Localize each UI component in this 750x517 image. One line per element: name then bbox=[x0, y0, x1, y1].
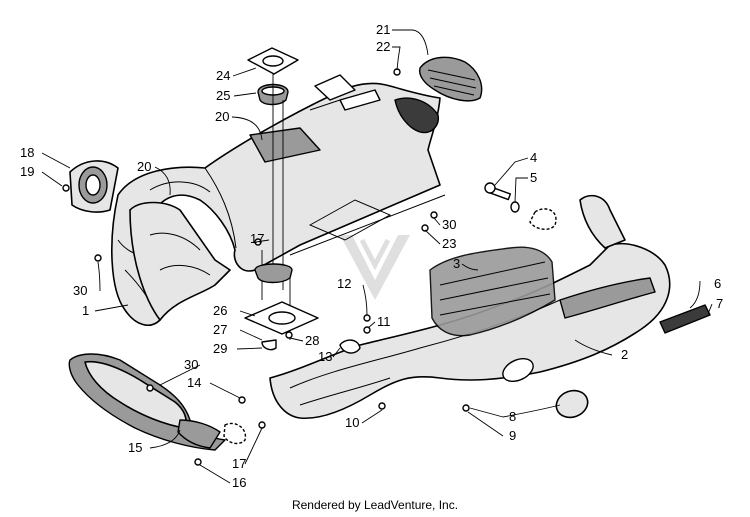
callout-7: 7 bbox=[716, 296, 723, 311]
callout-25: 25 bbox=[216, 88, 230, 103]
callout-22: 22 bbox=[376, 39, 390, 54]
callout-2: 2 bbox=[621, 347, 628, 362]
callout-27: 27 bbox=[213, 322, 227, 337]
callout-15: 15 bbox=[128, 440, 142, 455]
callout-6: 6 bbox=[714, 276, 721, 291]
callout-4: 4 bbox=[530, 150, 537, 165]
callout-16: 16 bbox=[232, 475, 246, 490]
callout-11: 11 bbox=[377, 314, 391, 329]
side-vent bbox=[394, 97, 439, 134]
watermark-logo bbox=[340, 235, 410, 300]
reflector bbox=[659, 304, 711, 334]
callout-13: 13 bbox=[318, 349, 332, 364]
callout-20a: 20 bbox=[215, 109, 229, 124]
callout-19: 19 bbox=[20, 164, 34, 179]
bolt-washer bbox=[484, 182, 557, 230]
callout-10: 10 bbox=[345, 415, 359, 430]
callout-18: 18 bbox=[20, 145, 34, 160]
callout-9: 9 bbox=[509, 428, 516, 443]
callout-8: 8 bbox=[509, 409, 516, 424]
mounting-plate bbox=[244, 263, 319, 351]
hardware bbox=[62, 68, 470, 466]
callout-23: 23 bbox=[442, 236, 456, 251]
callout-30a: 30 bbox=[73, 283, 87, 298]
callout-21: 21 bbox=[376, 22, 390, 37]
callout-28: 28 bbox=[305, 333, 319, 348]
belly-pan bbox=[111, 74, 446, 326]
front-bumper bbox=[68, 353, 247, 451]
callout-labels: 21 22 24 25 20 20 18 19 17 30 1 26 27 29… bbox=[20, 22, 723, 490]
callout-30c: 30 bbox=[442, 217, 456, 232]
leader-lines bbox=[41, 29, 713, 484]
callout-14: 14 bbox=[187, 375, 201, 390]
callout-17a: 17 bbox=[250, 231, 264, 246]
side-panel-left bbox=[129, 201, 231, 321]
callout-30b: 30 bbox=[184, 357, 198, 372]
footer-credit: Rendered by LeadVenture, Inc. bbox=[291, 498, 459, 512]
callout-29: 29 bbox=[213, 341, 227, 356]
callout-3: 3 bbox=[453, 256, 460, 271]
air-duct bbox=[69, 160, 119, 213]
callout-5: 5 bbox=[530, 170, 537, 185]
vent-grille bbox=[418, 56, 483, 102]
round-cap bbox=[502, 357, 589, 419]
callout-17b: 17 bbox=[232, 456, 246, 471]
callout-1: 1 bbox=[82, 303, 89, 318]
callout-12: 12 bbox=[337, 276, 351, 291]
callout-20b: 20 bbox=[137, 159, 151, 174]
callout-24: 24 bbox=[216, 68, 230, 83]
splash-panel bbox=[429, 246, 556, 337]
callout-26: 26 bbox=[213, 303, 227, 318]
